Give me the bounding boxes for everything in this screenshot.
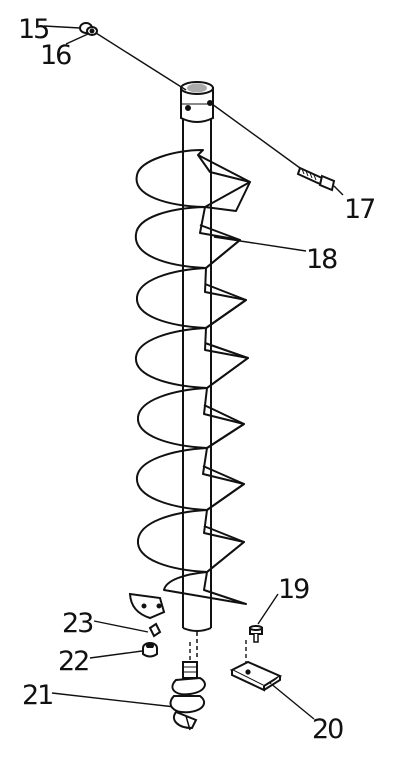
callout-16: 16: [40, 40, 71, 71]
flight-turn-2: [134, 206, 241, 269]
flight-turn-6: [135, 447, 245, 511]
leader-lines: [43, 25, 344, 720]
flight-blade-2: [199, 224, 241, 269]
flight-end: [163, 571, 247, 605]
bolt-17: [296, 166, 336, 192]
flight-turn-4: [134, 327, 249, 389]
auger-shaft: [182, 118, 212, 660]
callout-17: 17: [344, 194, 374, 225]
flight-turn-3: [135, 267, 247, 329]
callout-21: 21: [22, 680, 52, 711]
callout-15: 15: [18, 14, 48, 45]
screw-19: [249, 625, 263, 643]
callout-19: 19: [278, 574, 309, 605]
flight-turn-5: [136, 387, 245, 449]
bolt-23: [128, 592, 166, 638]
flight-blade-3: [204, 283, 247, 329]
callout-23: 23: [62, 608, 93, 639]
shaft-collar: [180, 81, 214, 123]
nut-22: [142, 642, 158, 658]
blade-plate-20: [229, 660, 283, 692]
callout-20: 20: [312, 714, 343, 745]
callout-22: 22: [58, 646, 88, 677]
auger-flighting: [134, 149, 251, 605]
flight-turn-7: [136, 509, 245, 573]
flight-blade-5: [203, 404, 245, 449]
flight-blade-4: [204, 342, 249, 389]
flight-blade-1: [197, 154, 251, 208]
callout-labels: 15 16 17 18 19 20 21 22 23: [18, 14, 376, 745]
callout-18: 18: [306, 244, 337, 275]
flight-turn-1: [135, 149, 251, 212]
flight-blade-6: [202, 465, 245, 511]
flight-blade-7: [203, 525, 245, 573]
pilot-bit-21: [169, 661, 206, 731]
pin-and-washer-15-16: [79, 22, 98, 36]
